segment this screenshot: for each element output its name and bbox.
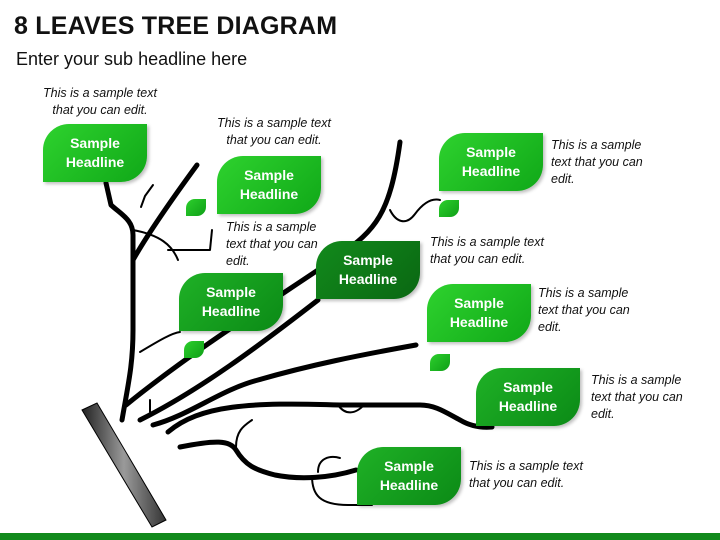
leaf-5-text: This is a sample text that you can edit.: [551, 138, 643, 186]
bottom-bar: [0, 533, 720, 540]
leaf-8-text: This is a sample text that you can edit.: [469, 459, 583, 490]
branch-mid-diagonal: [137, 297, 321, 423]
leaf-4: Sample Headline: [316, 241, 420, 299]
branch-upper-diagonal: [130, 162, 200, 263]
branch-trunk-left: [103, 180, 136, 423]
page-title: 8 LEAVES TREE DIAGRAM: [14, 12, 338, 40]
leaf-1-headline: Sample Headline: [65, 135, 125, 170]
leaf-3-headline: Sample Headline: [201, 284, 261, 319]
bud-2: [184, 341, 204, 358]
leaf-4-headline: Sample Headline: [338, 252, 398, 287]
leaf-5: Sample Headline: [439, 133, 543, 191]
branch-bottom-twig3: [311, 475, 373, 506]
trunk-base: [81, 402, 167, 528]
leaf-7-text: This is a sample text that you can edit.: [591, 373, 683, 421]
leaf-4-text: This is a sample text that you can edit.: [430, 235, 544, 266]
leaf-6-headline: Sample Headline: [449, 295, 509, 330]
branch-bottom: [177, 439, 359, 481]
leaf-5-headline: Sample Headline: [461, 144, 521, 179]
branch-left-twig: [132, 229, 179, 261]
branch-bottom-twig1: [235, 419, 253, 448]
leaf-7: Sample Headline: [476, 368, 580, 426]
leaf-1-text: This is a sample text that you can edit.: [43, 86, 157, 117]
leaf-8-headline: Sample Headline: [379, 458, 439, 493]
leaf-3-text: This is a sample text that you can edit.: [226, 220, 318, 268]
leaf-2-headline: Sample Headline: [239, 167, 299, 202]
bud-4: [430, 354, 450, 371]
leaf-7-headline: Sample Headline: [498, 379, 558, 414]
branch-leaf5-twig: [389, 198, 441, 223]
branch-leaf3-twig: [139, 331, 181, 353]
branch-horizontal: [165, 401, 495, 435]
leaf-3: Sample Headline: [179, 273, 283, 331]
leaf-2-text: This is a sample text that you can edit.: [217, 116, 331, 147]
leaf-8: Sample Headline: [357, 447, 461, 505]
branch-horizontal-twig: [337, 403, 366, 414]
bud-1: [186, 199, 206, 216]
leaf-6-text: This is a sample text that you can edit.: [538, 286, 630, 334]
branch-bottom-twig2: [317, 455, 341, 473]
leaf-1: Sample Headline: [43, 124, 147, 182]
page-subtitle: Enter your sub headline here: [16, 49, 248, 69]
branch-bud1-twig: [167, 229, 213, 251]
branch-leaf1-twig: [140, 184, 154, 208]
branch-leaf6: [150, 342, 419, 428]
leaf-2: Sample Headline: [217, 156, 321, 214]
leaf-6: Sample Headline: [427, 284, 531, 342]
bud-3: [439, 200, 459, 217]
